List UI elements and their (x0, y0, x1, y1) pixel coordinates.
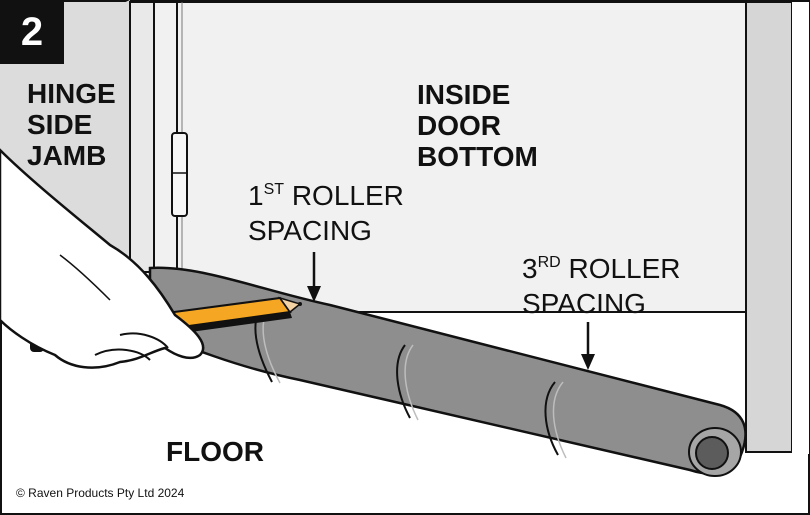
hand-illustration (0, 148, 205, 369)
third-roller-spacing-label: 3RD ROLLER SPACING (522, 253, 681, 319)
right-jamb (745, 1, 793, 453)
inside-door-bottom-label: INSIDE DOOR BOTTOM (417, 79, 538, 172)
step-number-badge: 2 (0, 0, 64, 64)
first-roller-arrow (307, 252, 321, 302)
hinge-side-jamb-label: HINGE SIDE JAMB (27, 78, 116, 171)
third-roller-arrow (581, 322, 595, 370)
copyright-text: © Raven Products Pty Ltd 2024 (16, 486, 185, 500)
roller-illustration (148, 266, 747, 477)
floor-label: FLOOR (166, 436, 264, 467)
first-roller-spacing-label: 1ST ROLLER SPACING (248, 180, 404, 246)
jamb-edge (129, 1, 155, 273)
hinge-illustration (171, 132, 188, 217)
